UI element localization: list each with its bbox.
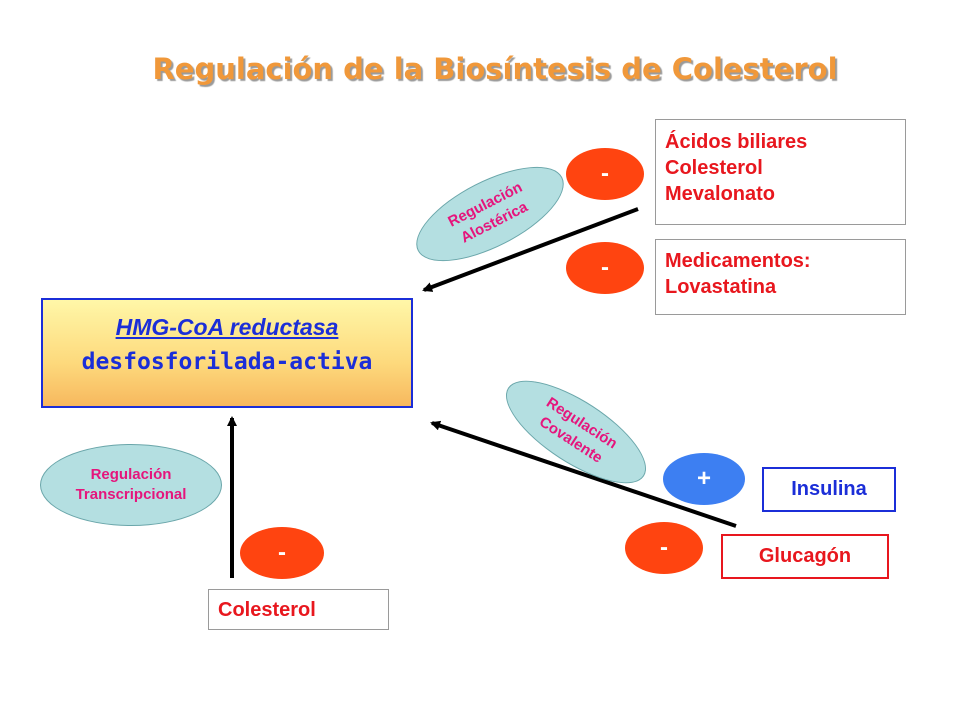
cholesterol-box: Colesterol [208,589,389,630]
diagram-title: Regulación de la Biosíntesis de Colester… [152,52,838,86]
drugs-box: Medicamentos: Lovastatina [655,239,906,315]
enzyme-name: HMG-CoA reductasa [115,314,339,340]
drugs-label: Medicamentos: [665,250,811,272]
inhibitor-mevalonate: Mevalonato [665,183,776,205]
covalent-arrow [430,420,737,528]
insulin-plus-sign: + [663,453,745,505]
inhibitor-cholesterol: Colesterol [665,157,763,179]
allosteric-minus-sign: - [566,148,644,200]
inhibitor-bile-acids: Ácidos biliares [665,131,808,153]
allosteric-arrow [422,207,639,292]
glucagon-minus-sign: - [625,522,703,574]
transcriptional-label-line1: Regulación [90,466,172,483]
cholesterol-minus-sign: - [240,527,324,579]
allosteric-inhibitors-box: Ácidos biliares Colesterol Mevalonato [655,119,906,225]
insulin-box: Insulina [762,467,896,512]
drugs-minus-sign: - [566,242,644,294]
transcriptional-label-line2: Transcripcional [75,486,187,503]
drugs-lovastatin: Lovastatina [665,276,777,298]
enzyme-state: desfosforilada-activa [81,349,373,375]
enzyme-box: HMG-CoA reductasa desfosforilada-activa [41,298,413,408]
transcriptional-regulation-ellipse: Regulación Transcripcional [40,444,222,526]
glucagon-box: Glucagón [721,534,889,579]
